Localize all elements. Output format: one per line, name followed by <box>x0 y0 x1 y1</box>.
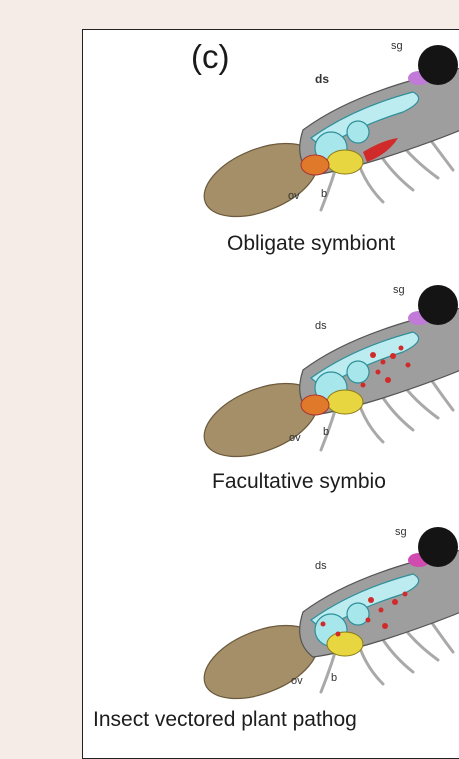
label-sg-3: sg <box>395 526 407 538</box>
label-sg-2: sg <box>393 284 405 296</box>
caption-facultative-symbiont: Facultative symbio <box>212 470 386 494</box>
label-ds-3: ds <box>315 560 327 572</box>
caption-obligate-symbiont: Obligate symbiont <box>227 232 395 256</box>
label-ov-3: ov <box>291 675 303 687</box>
label-sg: sg <box>391 40 403 52</box>
label-ov: ov <box>288 190 300 202</box>
label-ov-2: ov <box>289 432 301 444</box>
label-b: b <box>321 188 327 200</box>
figure-panel: (c) sg ds ov b Obligate symbiont <box>82 29 459 759</box>
label-b-2: b <box>323 426 329 438</box>
label-ds: ds <box>315 72 329 86</box>
caption-pathogen: Insect vectored plant pathog <box>93 708 357 732</box>
insect-illustration-obligate <box>83 30 459 230</box>
label-b-3: b <box>331 672 337 684</box>
label-ds-2: ds <box>315 320 327 332</box>
